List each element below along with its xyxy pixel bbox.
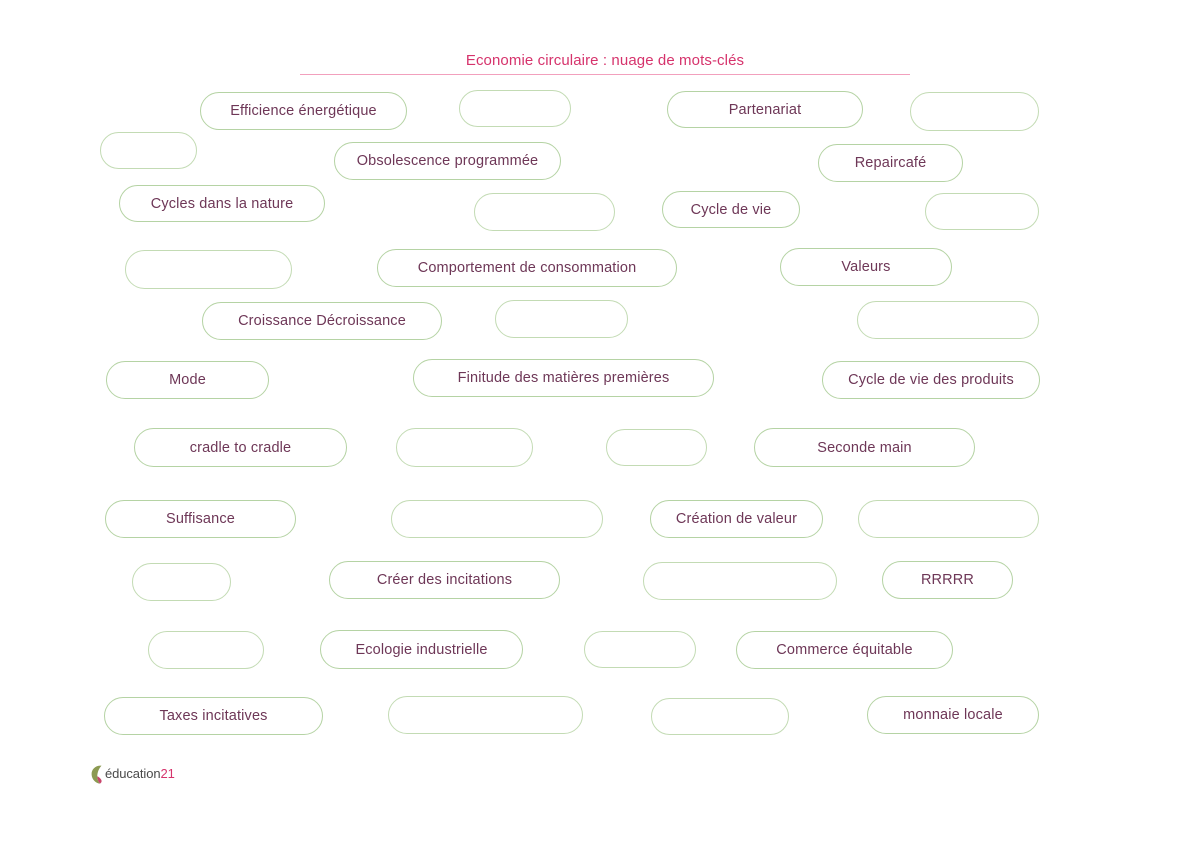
keyword-pill[interactable]: Seconde main bbox=[754, 428, 975, 467]
keyword-pill-label: Suffisance bbox=[166, 511, 235, 527]
keyword-pill-label: Cycles dans la nature bbox=[150, 195, 294, 212]
keyword-pill-label: Ecologie industrielle bbox=[355, 641, 488, 658]
keyword-pill[interactable]: Obsolescence programmée bbox=[334, 142, 561, 180]
keyword-pill-blank[interactable] bbox=[910, 92, 1039, 131]
keyword-pill[interactable]: Repaircafé bbox=[818, 144, 963, 182]
keyword-pill[interactable]: Commerce équitable bbox=[736, 631, 953, 669]
keyword-pill[interactable]: RRRRR bbox=[882, 561, 1013, 599]
keyword-pill-blank[interactable] bbox=[132, 563, 231, 601]
keyword-pill-label: Comportement de consommation bbox=[417, 260, 637, 276]
keyword-pill-label: Cycle de vie bbox=[690, 201, 772, 218]
keyword-pill-blank[interactable] bbox=[474, 193, 615, 231]
keyword-pill-label: Repaircafé bbox=[854, 155, 927, 171]
keyword-pill[interactable]: Croissance Décroissance bbox=[202, 302, 442, 340]
keyword-pill[interactable]: Efficience énergétique bbox=[200, 92, 407, 130]
keyword-pill[interactable]: Cycles dans la nature bbox=[119, 185, 325, 222]
keyword-pill-blank[interactable] bbox=[925, 193, 1039, 230]
keyword-pill[interactable]: Finitude des matières premières bbox=[413, 359, 714, 397]
keyword-pill[interactable]: Créer des incitations bbox=[329, 561, 560, 599]
keyword-pill[interactable]: Comportement de consommation bbox=[377, 249, 677, 287]
keyword-pill-blank[interactable] bbox=[148, 631, 264, 669]
keyword-pill-blank[interactable] bbox=[125, 250, 292, 289]
keyword-pill[interactable]: Création de valeur bbox=[650, 500, 823, 538]
keyword-pill[interactable]: Valeurs bbox=[780, 248, 952, 286]
keyword-pill-label: cradle to cradle bbox=[189, 439, 292, 456]
title-divider bbox=[300, 74, 910, 75]
keyword-pill-label: Cycle de vie des produits bbox=[848, 372, 1014, 388]
keyword-pill-label: monnaie locale bbox=[903, 707, 1003, 723]
keyword-pill[interactable]: Taxes incitatives bbox=[104, 697, 323, 735]
keyword-pill[interactable]: Partenariat bbox=[667, 91, 863, 128]
keyword-pill-blank[interactable] bbox=[651, 698, 789, 735]
keyword-pill[interactable]: cradle to cradle bbox=[134, 428, 347, 467]
logo-wordmark: éducation21 bbox=[105, 766, 175, 781]
worksheet-sheet: Economie circulaire : nuage de mots-clés… bbox=[90, 52, 1040, 787]
keyword-pill-blank[interactable] bbox=[606, 429, 707, 466]
keyword-pill-blank[interactable] bbox=[584, 631, 696, 668]
keyword-pill[interactable]: Suffisance bbox=[105, 500, 296, 538]
keyword-pill-label: Mode bbox=[169, 372, 206, 388]
keyword-pill-blank[interactable] bbox=[459, 90, 571, 127]
keyword-pill-blank[interactable] bbox=[858, 500, 1039, 538]
education21-crescent-mark bbox=[91, 765, 102, 784]
keyword-pill-label: Commerce équitable bbox=[776, 642, 913, 658]
keyword-pill[interactable]: Mode bbox=[106, 361, 269, 399]
keyword-pill-label: Croissance Décroissance bbox=[238, 313, 406, 329]
keyword-pill-blank[interactable] bbox=[643, 562, 837, 600]
keyword-pill-blank[interactable] bbox=[100, 132, 197, 169]
crescent-shape-outer bbox=[91, 765, 102, 784]
keyword-pill-label: Créer des incitations bbox=[376, 572, 513, 588]
crescent-shape-inner bbox=[97, 776, 102, 784]
page-title: Economie circulaire : nuage de mots-clés bbox=[465, 52, 745, 69]
keyword-pill-label: Efficience énergétique bbox=[230, 103, 377, 119]
keyword-pill-label: RRRRR bbox=[920, 572, 975, 588]
keyword-pill-blank[interactable] bbox=[388, 696, 583, 734]
keyword-pill-blank[interactable] bbox=[396, 428, 533, 467]
keyword-pill[interactable]: monnaie locale bbox=[867, 696, 1039, 734]
keyword-pill[interactable]: Cycle de vie bbox=[662, 191, 800, 228]
keyword-pill-blank[interactable] bbox=[857, 301, 1039, 339]
logo-word-21: 21 bbox=[160, 766, 175, 781]
keyword-pill[interactable]: Ecologie industrielle bbox=[320, 630, 523, 669]
logo-word-education: éducation bbox=[105, 766, 161, 781]
keyword-pill-label: Valeurs bbox=[841, 259, 891, 275]
education21-logo: éducation21 bbox=[90, 763, 186, 787]
keyword-pill-label: Partenariat bbox=[728, 101, 802, 118]
keyword-pill-label: Taxes incitatives bbox=[159, 708, 268, 724]
keyword-pill-label: Seconde main bbox=[817, 439, 912, 456]
keyword-pill[interactable]: Cycle de vie des produits bbox=[822, 361, 1040, 399]
keyword-pill-label: Création de valeur bbox=[675, 511, 798, 527]
keyword-pill-blank[interactable] bbox=[495, 300, 628, 338]
keyword-pill-label: Obsolescence programmée bbox=[356, 153, 539, 169]
keyword-pill-blank[interactable] bbox=[391, 500, 603, 538]
keyword-pill-label: Finitude des matières premières bbox=[457, 370, 670, 386]
